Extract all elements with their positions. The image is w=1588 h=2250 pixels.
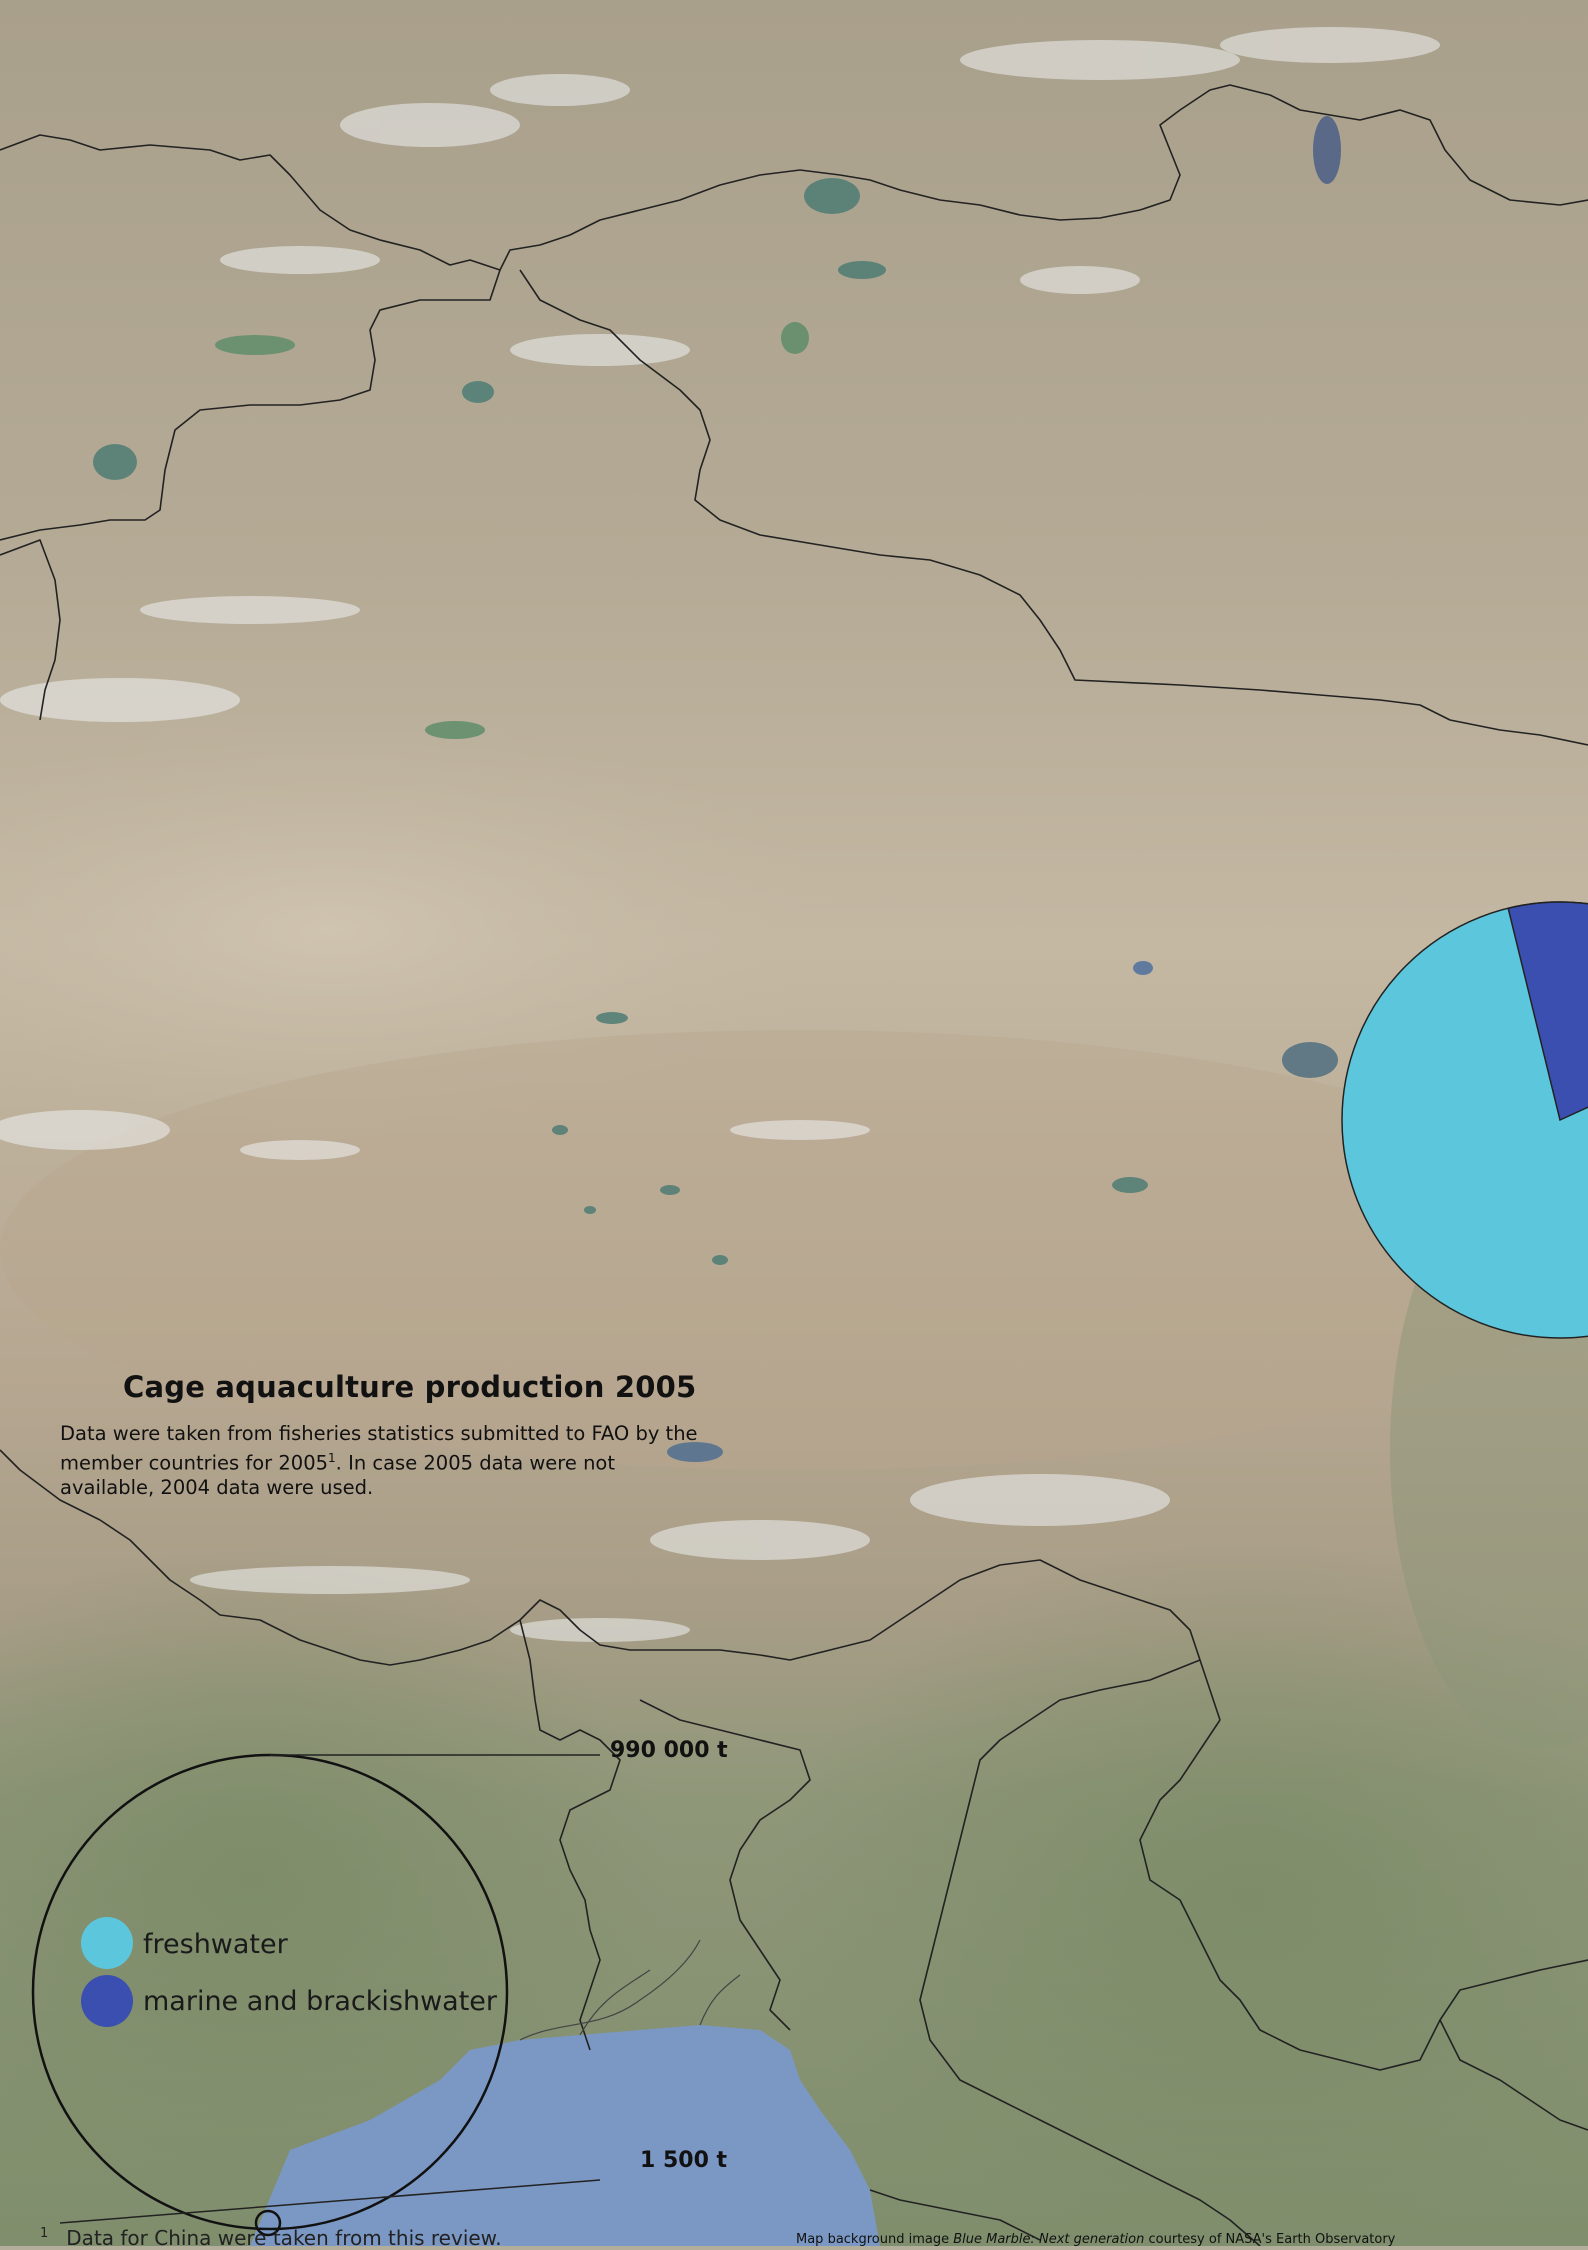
- credit-suffix: courtesy of NASA's Earth Observatory: [1144, 2232, 1396, 2247]
- lakes: [93, 116, 1341, 1462]
- river-delta: [519, 1939, 741, 2041]
- legend-dot-freshwater: [81, 1917, 133, 1969]
- footnote: 1 Data for China were taken from this rev…: [40, 2226, 502, 2250]
- china-production-pie: [1341, 901, 1588, 1339]
- image-credit: Map background image Blue Marble: Next g…: [796, 2232, 1395, 2247]
- scale-line-small: [59, 2179, 601, 2224]
- credit-prefix: Map background image: [796, 2232, 954, 2247]
- credit-title: Blue Marble: Next generation: [953, 2232, 1145, 2247]
- description-text: Data were taken from fisheries statistic…: [60, 1422, 698, 1475]
- description-text-cont: . In case 2005 data were not available, …: [60, 1451, 616, 1499]
- snow-caps: [0, 27, 1440, 1642]
- legend-dot-marine: [81, 1975, 133, 2027]
- bay-of-bengal: [250, 2025, 880, 2246]
- page-title: Cage aquaculture production 2005: [123, 1370, 697, 1404]
- pie-marine-slice: [1507, 901, 1588, 1122]
- footnote-ref: 1: [328, 1451, 336, 1465]
- scale-circle-small: [254, 2209, 282, 2237]
- desert-basin: [0, 720, 850, 1140]
- scale-label-max: 990 000 t: [610, 1738, 728, 1763]
- tibetan-plateau: [0, 1030, 1588, 1470]
- legend-label-marine: marine and brackishwater: [143, 1986, 498, 2017]
- country-borders: [0, 84, 1588, 2246]
- description: Data were taken from fisheries statistic…: [60, 1422, 700, 1500]
- scale-legend: [31, 1753, 601, 2237]
- legend-label-freshwater: freshwater: [143, 1929, 288, 1960]
- scale-label-min: 1 500 t: [640, 2148, 728, 2173]
- footnote-marker: 1: [40, 2226, 49, 2242]
- footnote-text: Data for China were taken from this revi…: [66, 2226, 502, 2250]
